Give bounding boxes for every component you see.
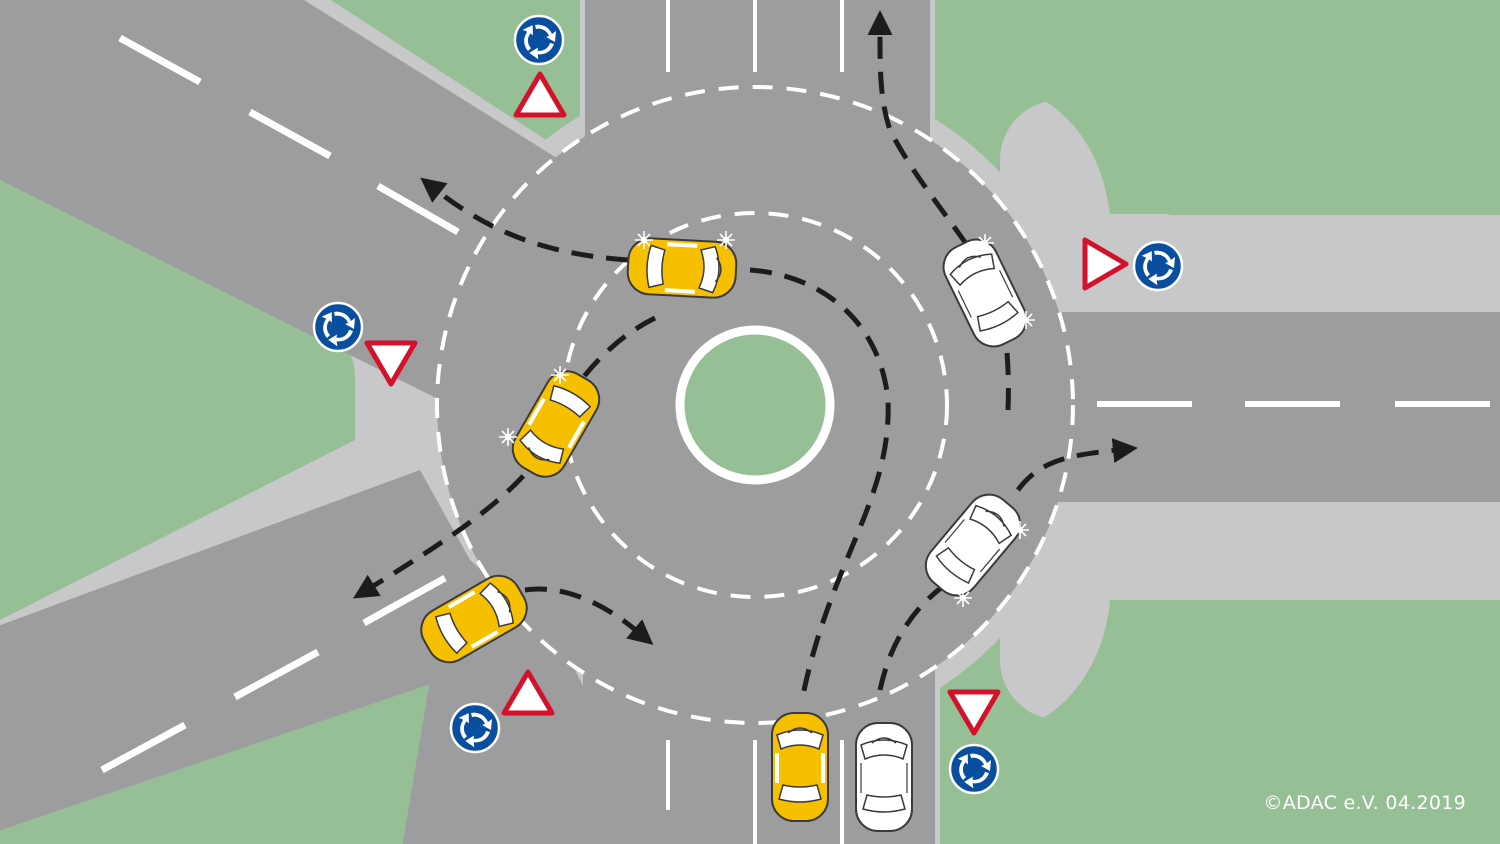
central-island <box>675 325 835 485</box>
roundabout-mandatory-icon <box>1132 240 1184 292</box>
roundabout-mandatory-icon <box>948 743 1000 795</box>
roundabout-mandatory-icon <box>449 702 501 754</box>
roundabout-mandatory-icon <box>513 14 565 66</box>
lane-markings <box>100 0 1490 844</box>
copyright-notice: ©ADAC e.V. 04.2019 <box>1263 792 1466 814</box>
roundabout-mandatory-icon <box>312 301 364 353</box>
car-yellow-south <box>770 711 830 823</box>
path-inner-lane <box>749 267 891 701</box>
car-white-south <box>855 722 913 832</box>
